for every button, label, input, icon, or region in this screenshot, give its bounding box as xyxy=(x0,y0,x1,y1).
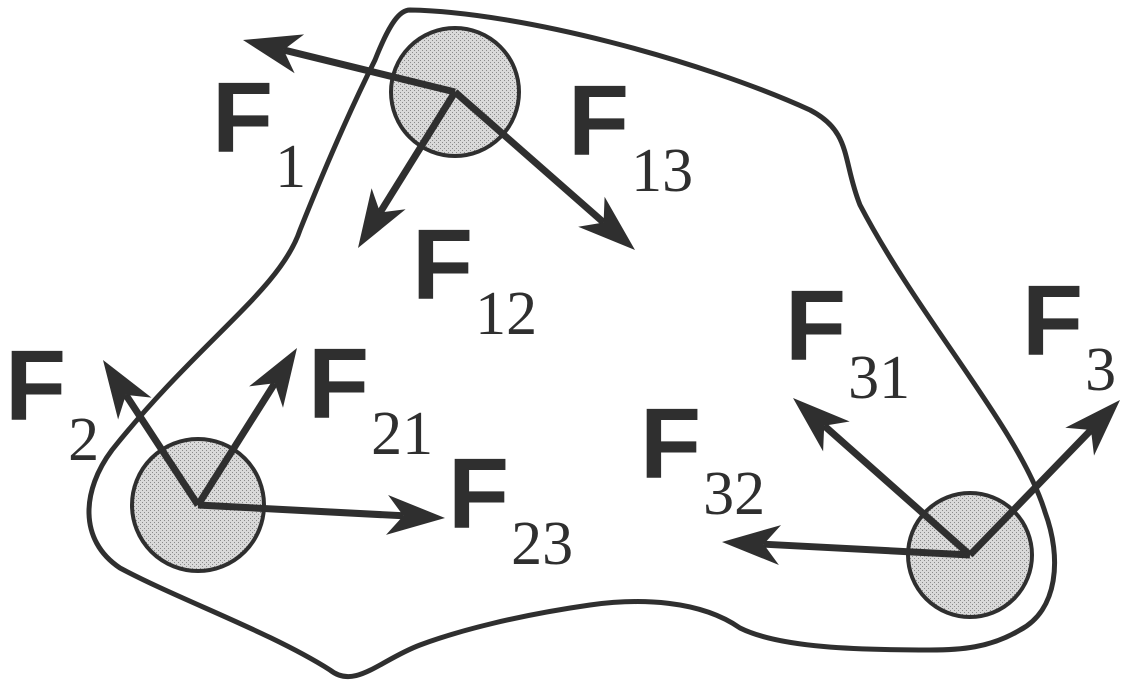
arrow-F13 xyxy=(452,89,635,250)
label-F13: F13 xyxy=(568,65,693,205)
arrow-F23-head xyxy=(386,495,445,535)
label-F32: F32 xyxy=(640,388,765,528)
label-F31: F31 xyxy=(785,270,910,412)
arrow-F2-shaft xyxy=(122,393,201,507)
system-boundary xyxy=(86,7,1058,680)
label-F12: F12 xyxy=(412,209,537,348)
arrow-F21-head xyxy=(249,348,297,408)
arrow-F32-head xyxy=(722,525,781,565)
label-F2: F2 xyxy=(5,330,99,474)
arrow-F31-shaft xyxy=(821,423,973,558)
arrow-F23-shaft xyxy=(197,501,404,520)
arrow-F31 xyxy=(793,398,973,558)
arrow-F3-shaft xyxy=(967,427,1094,558)
arrow-F12-shaft xyxy=(377,90,458,215)
arrow-F1-head xyxy=(243,34,305,74)
arrow-F2-head xyxy=(103,360,152,420)
arrow-F31-head xyxy=(793,398,850,452)
arrow-F3-head xyxy=(1065,400,1120,456)
force-arrows xyxy=(103,34,1120,565)
arrow-F23 xyxy=(197,495,445,535)
arrow-F12 xyxy=(358,90,458,248)
arrow-F13-shaft xyxy=(452,89,606,226)
arrow-F1 xyxy=(243,34,456,96)
arrow-F1-shaft xyxy=(282,46,456,96)
label-F1: F1 xyxy=(212,62,306,201)
label-F23: F23 xyxy=(448,438,573,578)
arrow-F21 xyxy=(195,348,297,507)
label-F21: F21 xyxy=(308,328,433,468)
arrow-F32 xyxy=(722,525,971,565)
arrow-F13-head xyxy=(578,196,635,250)
arrow-F21-shaft xyxy=(195,381,278,507)
arrow-F3 xyxy=(967,400,1120,558)
arrow-F12-head xyxy=(358,188,406,248)
label-F3: F3 xyxy=(1022,265,1116,404)
arrow-F2 xyxy=(103,360,201,507)
arrow-F32-shaft xyxy=(763,540,971,559)
